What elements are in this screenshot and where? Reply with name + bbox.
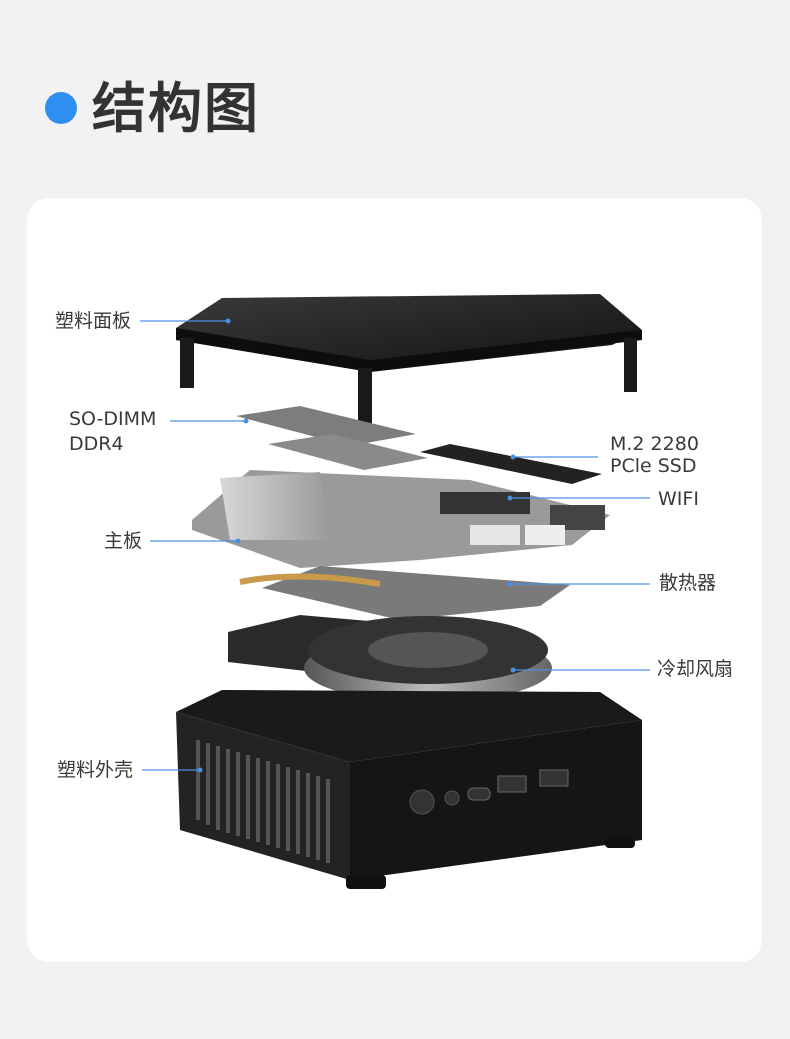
label-memory-line2: DDR4 — [69, 433, 124, 455]
label-top-panel: 塑料面板 — [55, 310, 132, 332]
ssd-module — [420, 444, 602, 484]
page-title: 结构图 — [92, 77, 260, 140]
label-wifi: WIFI — [658, 488, 699, 510]
label-motherboard: 主板 — [104, 530, 143, 552]
label-shell: 塑料外壳 — [57, 759, 134, 781]
plastic-shell — [176, 690, 642, 889]
label-memory-line1: SO-DIMM — [69, 408, 157, 430]
label-heatsink: 散热器 — [659, 572, 717, 594]
motherboard — [192, 470, 610, 568]
cooling-fan — [228, 615, 552, 702]
top-panel — [176, 294, 642, 430]
ram-modules — [236, 406, 428, 470]
leader-lines — [140, 318, 650, 773]
label-fan: 冷却风扇 — [657, 658, 734, 680]
title-bullet-dot — [45, 92, 77, 124]
heatsink — [239, 566, 570, 620]
label-ssd-line1: M.2 2280 — [610, 433, 699, 455]
label-ssd-line2: PCle SSD — [610, 455, 697, 477]
